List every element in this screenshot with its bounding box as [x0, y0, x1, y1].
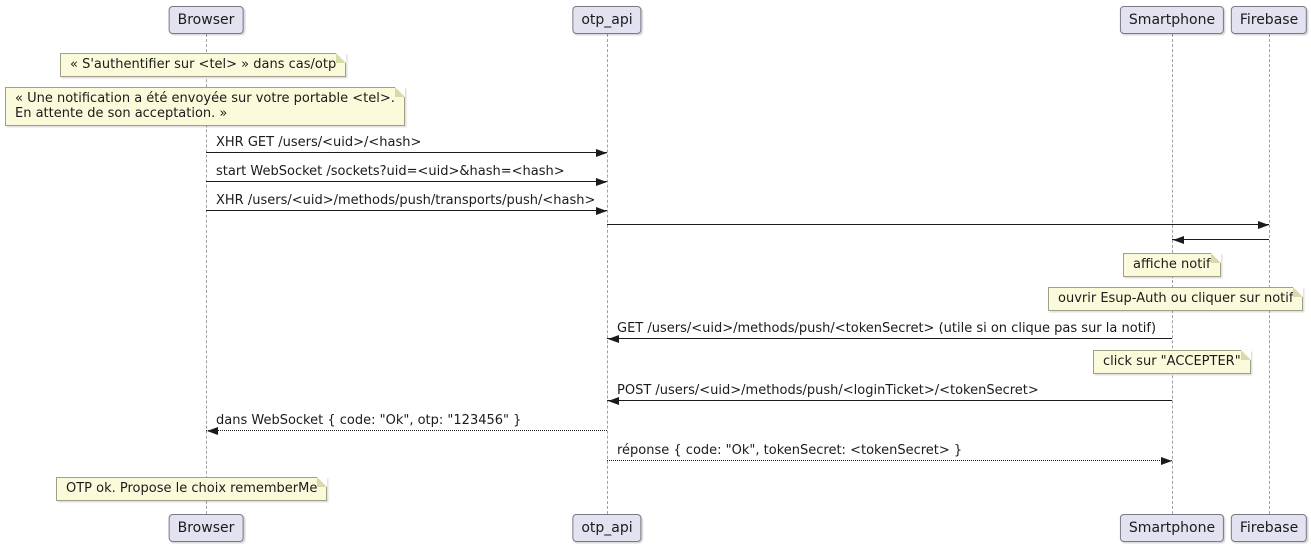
participant-otp_api-bottom: otp_api	[572, 514, 642, 542]
note: « Une notification a été envoyée sur vot…	[5, 87, 405, 126]
note: affiche notif	[1123, 253, 1221, 277]
message-line	[607, 224, 1269, 225]
arrowhead-icon	[596, 178, 607, 186]
message-label: dans WebSocket { code: "Ok", otp: "12345…	[216, 413, 522, 428]
lifeline-otp_api	[607, 34, 608, 514]
arrowhead-icon	[1173, 236, 1184, 244]
message-label: réponse { code: "Ok", tokenSecret: <toke…	[617, 443, 963, 458]
arrowhead-icon	[608, 335, 619, 343]
participant-browser-top: Browser	[168, 6, 244, 34]
arrowhead-icon	[596, 149, 607, 157]
note: click sur "ACCEPTER"	[1093, 350, 1251, 374]
message-label: XHR GET /users/<uid>/<hash>	[216, 135, 422, 150]
participant-firebase-top: Firebase	[1230, 6, 1308, 34]
participant-otp_api-top: otp_api	[572, 6, 642, 34]
note: « S'authentifier sur <tel> » dans cas/ot…	[60, 53, 347, 77]
message-line	[206, 152, 607, 153]
lifeline-firebase	[1269, 34, 1270, 514]
lifeline-browser	[206, 34, 207, 514]
participant-firebase-bottom: Firebase	[1230, 514, 1308, 542]
message-line	[206, 181, 607, 182]
message-line	[607, 400, 1172, 401]
participant-smartphone-top: Smartphone	[1119, 6, 1225, 34]
message-label: XHR /users/<uid>/methods/push/transports…	[216, 193, 596, 208]
message-line	[607, 338, 1172, 339]
message-label: GET /users/<uid>/methods/push/<tokenSecr…	[617, 321, 1157, 336]
message-line	[206, 430, 607, 431]
note: OTP ok. Propose le choix rememberMe	[56, 477, 328, 501]
message-label: POST /users/<uid>/methods/push/<loginTic…	[617, 383, 1039, 398]
arrowhead-icon	[1161, 457, 1172, 465]
message-line	[1172, 239, 1269, 240]
arrowhead-icon	[1258, 221, 1269, 229]
message-line	[607, 460, 1172, 461]
message-line	[206, 210, 607, 211]
arrowhead-icon	[207, 427, 218, 435]
note: ouvrir Esup-Auth ou cliquer sur notif	[1048, 287, 1304, 311]
participant-smartphone-bottom: Smartphone	[1119, 514, 1225, 542]
participant-browser-bottom: Browser	[168, 514, 244, 542]
arrowhead-icon	[596, 207, 607, 215]
message-label: start WebSocket /sockets?uid=<uid>&hash=…	[216, 164, 565, 179]
arrowhead-icon	[608, 397, 619, 405]
